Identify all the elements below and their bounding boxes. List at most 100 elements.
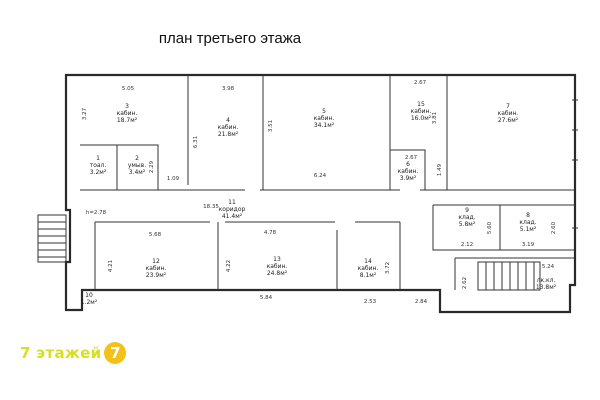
room-label-r5: 5 кабин. 34.1м² [314, 108, 335, 129]
svg-text:3.27: 3.27 [82, 107, 88, 120]
svg-text:6.31: 6.31 [193, 136, 199, 148]
svg-text:2.53: 2.53 [364, 299, 377, 305]
room-label-r4: 4 кабин. 21.8м² [218, 117, 239, 138]
svg-text:кабин.: кабин. [498, 110, 519, 117]
svg-text:2.84: 2.84 [415, 299, 428, 305]
svg-text:4.21: 4.21 [108, 260, 114, 272]
svg-text:5.8м²: 5.8м² [459, 221, 476, 228]
svg-text:2.62: 2.62 [462, 277, 468, 289]
svg-text:3: 3 [125, 103, 129, 110]
svg-text:3.72: 3.72 [385, 262, 391, 274]
svg-text:кабин.: кабин. [398, 168, 419, 175]
svg-text:18.7м²: 18.7м² [117, 117, 138, 124]
svg-text:16.0м²: 16.0м² [411, 115, 432, 122]
svg-text:кабин.: кабин. [218, 124, 239, 131]
logo-text: 7 этажей [20, 344, 102, 362]
svg-text:12: 12 [152, 258, 160, 265]
svg-text:5.84: 5.84 [260, 295, 273, 301]
brand-logo[interactable]: 7 этажей 7 [20, 340, 127, 366]
room-label-r9: 9 клад. 5.8м² [458, 207, 475, 228]
svg-text:13.8м²: 13.8м² [536, 284, 557, 291]
svg-text:1: 1 [96, 155, 100, 162]
svg-text:5.24: 5.24 [542, 264, 555, 270]
svg-text:кабин.: кабин. [411, 108, 432, 115]
svg-text:14: 14 [364, 258, 372, 265]
svg-text:кабин.: кабин. [146, 265, 167, 272]
wall-toilets [80, 144, 159, 190]
svg-text:6: 6 [406, 161, 410, 168]
room-label-r14: 14 кабин. 8.1м² [358, 258, 379, 279]
svg-text:3.4м²: 3.4м² [129, 169, 146, 176]
svg-text:7: 7 [506, 103, 510, 110]
svg-text:1.2м²: 1.2м² [81, 299, 98, 306]
svg-text:41.4м²: 41.4м² [222, 213, 243, 220]
svg-text:4.78: 4.78 [264, 230, 277, 236]
svg-text:кабин.: кабин. [314, 115, 335, 122]
svg-text:10: 10 [85, 292, 93, 299]
svg-text:клад.: клад. [458, 214, 475, 221]
svg-text:5.60: 5.60 [487, 221, 493, 234]
svg-text:4: 4 [226, 117, 230, 124]
svg-text:1.49: 1.49 [437, 163, 443, 176]
svg-text:кабин.: кабин. [267, 263, 288, 270]
svg-text:2.12: 2.12 [461, 242, 473, 248]
svg-text:3.98: 3.98 [222, 86, 235, 92]
svg-text:3.19: 3.19 [522, 242, 535, 248]
svg-text:27.6м²: 27.6м² [498, 117, 519, 124]
svg-text:24.8м²: 24.8м² [267, 270, 288, 277]
svg-text:кабин.: кабин. [117, 110, 138, 117]
room-label-r1: 1 тоал. 3.2м² [90, 155, 107, 176]
svg-text:2.29: 2.29 [149, 160, 155, 173]
svg-text:2.60: 2.60 [551, 221, 557, 234]
room-label-r12: 12 кабин. 23.9м² [146, 258, 167, 279]
room-label-r2: 2 умыв. 3.4м² [128, 155, 146, 176]
room-label-r8: 8 клад. 5.1м² [519, 212, 536, 233]
svg-text:6.24: 6.24 [314, 173, 327, 179]
svg-text:3.81: 3.81 [432, 112, 438, 124]
dimension-labels: 3.27 5.05 3.98 2.67 6.31 3.51 3.81 2.29 … [82, 80, 557, 305]
west-staircase [37, 214, 67, 263]
room-label-r10: 10 1.2м² [81, 292, 98, 306]
svg-text:21.8м²: 21.8м² [218, 131, 239, 138]
room-label-r13: 13 кабин. 24.8м² [267, 256, 288, 277]
wall-r6 [390, 149, 426, 190]
svg-text:13: 13 [273, 256, 281, 263]
svg-text:1.09: 1.09 [167, 176, 180, 182]
svg-text:h=2.78: h=2.78 [86, 210, 107, 216]
room-label-r7: 7 кабин. 27.6м² [498, 103, 519, 124]
svg-text:4.22: 4.22 [226, 260, 232, 272]
svg-text:9: 9 [465, 207, 469, 214]
svg-text:15: 15 [417, 101, 425, 108]
room-label-r11: 11 коридор 41.4м² [219, 199, 246, 220]
logo-badge-icon: 7 [104, 342, 127, 364]
svg-text:коридор: коридор [219, 206, 246, 213]
room-label-r3: 3 кабин. 18.7м² [117, 103, 138, 124]
svg-text:лк.кл.: лк.кл. [537, 277, 556, 284]
svg-text:3.2м²: 3.2м² [90, 169, 107, 176]
svg-text:5.05: 5.05 [122, 86, 135, 92]
svg-text:8.1м²: 8.1м² [360, 272, 377, 279]
room-label-stair: лк.кл. 13.8м² [536, 277, 557, 291]
svg-text:3.9м²: 3.9м² [400, 175, 417, 182]
svg-text:3.51: 3.51 [268, 120, 274, 132]
plan-title: план третьего этажа [158, 30, 302, 47]
svg-text:2.67: 2.67 [405, 155, 418, 161]
svg-text:умыв.: умыв. [128, 162, 146, 169]
svg-text:клад.: клад. [519, 219, 536, 226]
svg-text:5: 5 [322, 108, 326, 115]
svg-text:кабин.: кабин. [358, 265, 379, 272]
room-label-r15: 15 кабин. 16.0м² [411, 101, 432, 122]
svg-text:18.35: 18.35 [203, 204, 219, 210]
window-marks [572, 99, 578, 229]
svg-text:5.1м²: 5.1м² [520, 226, 537, 233]
svg-text:23.9м²: 23.9м² [146, 272, 167, 279]
svg-text:5.68: 5.68 [149, 232, 162, 238]
svg-text:8: 8 [526, 212, 530, 219]
svg-text:11: 11 [228, 199, 236, 206]
wall-stair-box [454, 257, 575, 290]
svg-text:2: 2 [135, 155, 139, 162]
svg-text:2.67: 2.67 [414, 80, 427, 86]
wall-storage [432, 204, 575, 251]
svg-text:тоал.: тоал. [90, 162, 107, 169]
